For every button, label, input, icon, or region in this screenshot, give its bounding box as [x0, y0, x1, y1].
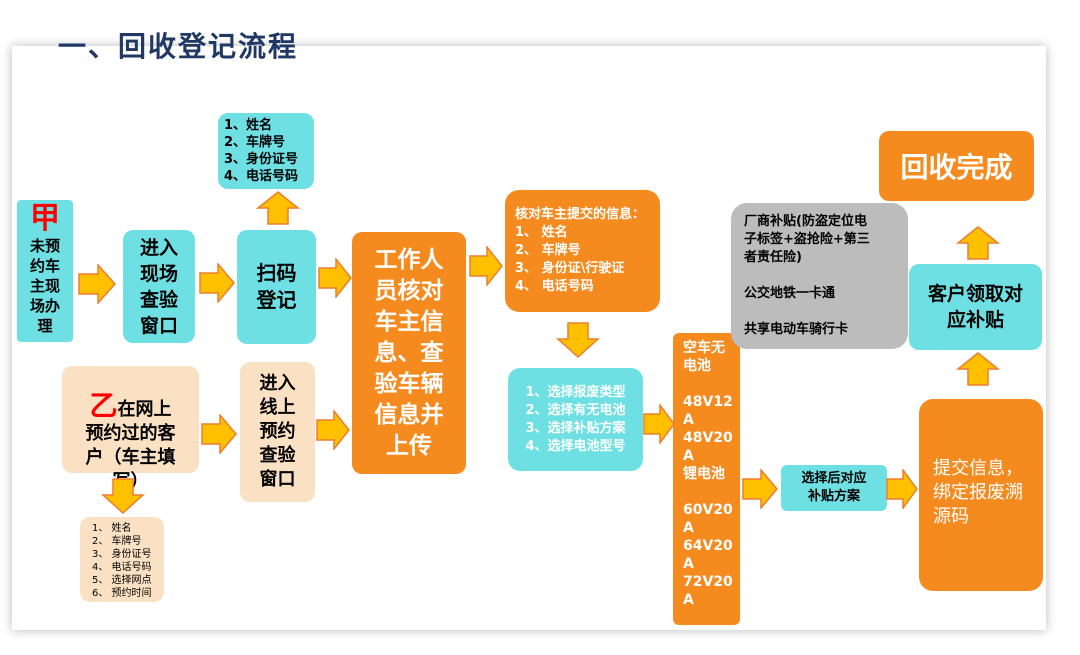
- arrow-up-icon: [956, 352, 1000, 386]
- arrow-down-icon: [101, 478, 145, 514]
- battery-type-list: 空车无 电池 48V12 A 48V20 A 锂电池 60V20 A 64V20…: [673, 333, 740, 625]
- arrow-right-icon: [742, 469, 778, 509]
- yi-box: 乙在网上 预约过的客 户（车主填 写）: [62, 366, 199, 492]
- arrow-right-icon: [318, 258, 352, 298]
- arrow-down-icon: [556, 322, 600, 358]
- jia-char: 甲: [30, 201, 60, 236]
- arrow-right-icon: [78, 264, 116, 304]
- enter-online-window: 进入 线上 预约 查验 窗口: [240, 362, 315, 502]
- arrow-up-icon: [956, 226, 1000, 260]
- select-plan-box: 选择后对应 补贴方案: [781, 465, 887, 511]
- jia-text: 未预 约车 主现 场办 理: [29, 237, 60, 335]
- arrow-right-icon: [643, 404, 675, 444]
- yi-text: 在网上 预约过的客 户（车主填 写）: [85, 399, 176, 492]
- claim-subsidy-box: 客户领取对 应补贴: [909, 264, 1042, 350]
- verify-info-box: 核对车主提交的信息： 1、 姓名 2、 车牌号 3、 身份证\行驶证 4、 电话…: [505, 190, 660, 312]
- completion-box: 回收完成: [879, 131, 1034, 201]
- scan-register: 扫码 登记: [237, 230, 316, 344]
- enter-site-window: 进入 现场 查验 窗口: [123, 230, 195, 343]
- arrow-up-icon: [256, 191, 300, 225]
- staff-check-box: 工作人 员核对 车主信 息、查 验车辆 信息并 上传: [352, 232, 466, 474]
- arrow-right-icon: [201, 414, 237, 454]
- arrow-right-icon: [886, 469, 918, 509]
- page-title: 一、回收登记流程: [57, 30, 298, 63]
- arrow-right-icon: [199, 263, 235, 303]
- subsidy-types-box: 厂商补贴(防盗定位电 子标签+盗抢险+第三 者责任险) 公交地铁一卡通 共享电动…: [731, 203, 908, 349]
- yi-char: 乙: [89, 389, 118, 422]
- scan-info-list: 1、姓名 2、车牌号 3、身份证号 4、电话号码: [218, 113, 314, 189]
- jia-box: 甲 未预 约车 主现 场办 理: [17, 200, 73, 342]
- selection-steps-box: 1、选择报废类型 2、选择有无电池 3、选择补贴方案 4、选择电池型号: [508, 368, 643, 471]
- arrow-right-icon: [469, 246, 503, 286]
- submit-info-box: 提交信息， 绑定报废溯 源码: [919, 399, 1043, 591]
- yi-info-list: 1、 姓名 2、 车牌号 3、 身份证号 4、 电话号码 5、 选择网点 6、 …: [80, 517, 164, 602]
- arrow-right-icon: [316, 410, 350, 450]
